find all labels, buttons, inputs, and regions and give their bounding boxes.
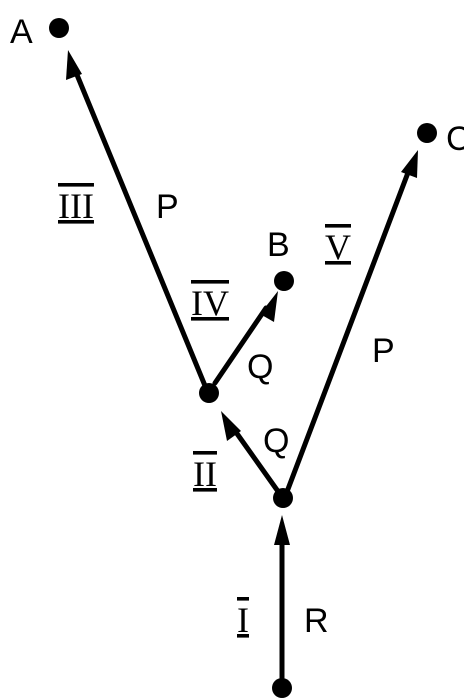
edge-V-letter: P [372,332,395,370]
node-A-label: A [10,13,33,51]
edge-II-shaft [230,425,285,500]
edge-I-arrowhead [274,515,290,545]
node-A [49,18,69,38]
edge-V-arrowhead [401,150,418,178]
edge-III-letter: P [156,188,179,226]
edge-II-letter: Q [263,422,289,460]
edge-II-arrowhead [221,411,241,441]
edge-III-shaft [72,67,211,396]
edge-III-numeral: III [58,186,94,226]
edge-III-arrowhead [66,50,82,80]
edge-IV-letter: Q [247,348,273,386]
edge-V-numeral: V [325,227,351,267]
edge-V-shaft [282,167,412,500]
node-C [417,123,437,143]
edge-IV-arrowhead [260,291,278,322]
node-origin [272,678,292,698]
node-B [274,271,294,291]
node-fork [273,488,293,508]
node-C-label: C [446,120,464,158]
edge-IV-shaft [212,305,269,386]
edge-I-numeral: I [237,600,249,640]
edge-II-numeral: II [193,454,217,494]
node-branch [199,383,219,403]
edge-IV-numeral: IV [191,283,229,323]
node-B-label: B [267,226,290,264]
edge-I-letter: R [304,602,329,640]
